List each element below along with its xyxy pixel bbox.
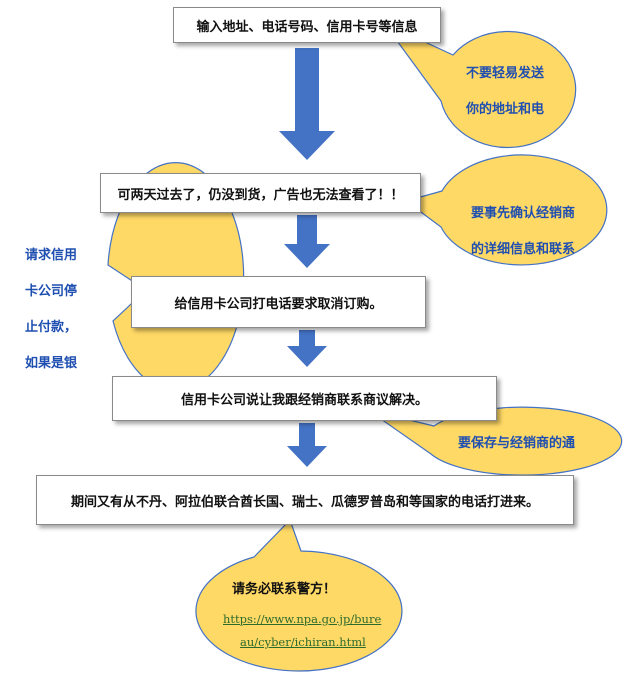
step-5-box: 期间又有从不丹、阿拉伯联合酋长国、瑞士、瓜德罗普岛和等国家的电话打进来。 <box>36 475 574 525</box>
down-arrow-3 <box>287 330 327 367</box>
callout-address-warning <box>382 21 577 149</box>
police-link-line1[interactable]: https://www.npa.go.jp/bure <box>223 612 381 626</box>
callout-address-warning-line2: 你的地址和电 <box>466 102 545 117</box>
down-arrow-1 <box>279 48 335 160</box>
callout-keep-records-text: 要保存与经销商的通 <box>458 426 575 462</box>
contact-police-title: 请务必联系警方！ <box>232 582 337 597</box>
step-3-text: 给信用卡公司打电话要求取消订购。 <box>174 296 383 312</box>
callout-request-stop-text: 请求信用 卡公司停 止付款， 如果是银 <box>25 238 77 382</box>
callout-keep-records <box>367 406 623 476</box>
step-4-box: 信用卡公司说让我跟经销商联系商议解决。 <box>112 376 497 421</box>
callout-request-stop-line2: 卡公司停 <box>25 284 78 299</box>
callout-request-stop-line3: 止付款， <box>25 320 78 335</box>
step-1-text: 输入地址、电话号码、信用卡号等信息 <box>196 19 418 35</box>
callout-request-stop-line1: 请求信用 <box>25 248 78 263</box>
callout-check-dealer-text: 要事先确认经销商 的详细信息和联系 <box>471 196 575 268</box>
callout-contact-police <box>195 518 403 672</box>
callout-check-dealer-line2: 的详细信息和联系 <box>471 242 576 257</box>
step-2-box: 可两天过去了，仍没到货，广告也无法查看了！！ <box>100 173 421 213</box>
step-4-text: 信用卡公司说让我跟经销商联系商议解决。 <box>180 393 428 408</box>
callout-address-warning-line1: 不要轻易发送 <box>466 66 545 81</box>
step-2-text: 可两天过去了，仍没到货，广告也无法查看了！！ <box>117 187 404 203</box>
police-link-line2[interactable]: au/cyber/ichiran.html <box>240 635 366 649</box>
callout-address-warning-text: 不要轻易发送 你的地址和电 <box>466 56 544 128</box>
callout-keep-records-line1: 要保存与经销商的通 <box>458 436 576 451</box>
step-1-box: 输入地址、电话号码、信用卡号等信息 <box>173 7 441 43</box>
callout-check-dealer <box>404 154 608 266</box>
down-arrow-2 <box>284 215 330 268</box>
step-5-text: 期间又有从不丹、阿拉伯联合酋长国、瑞士、瓜德罗普岛和等国家的电话打进来。 <box>70 494 539 510</box>
callout-check-dealer-line1: 要事先确认经销商 <box>471 206 576 221</box>
police-link-line2-text[interactable]: au/cyber/ichiran.html <box>240 635 366 649</box>
callout-request-stop-line4: 如果是银 <box>25 356 78 371</box>
down-arrow-4 <box>287 423 327 467</box>
step-3-box: 给信用卡公司打电话要求取消订购。 <box>131 276 426 328</box>
police-link-line1-text[interactable]: https://www.npa.go.jp/bure <box>223 612 382 626</box>
